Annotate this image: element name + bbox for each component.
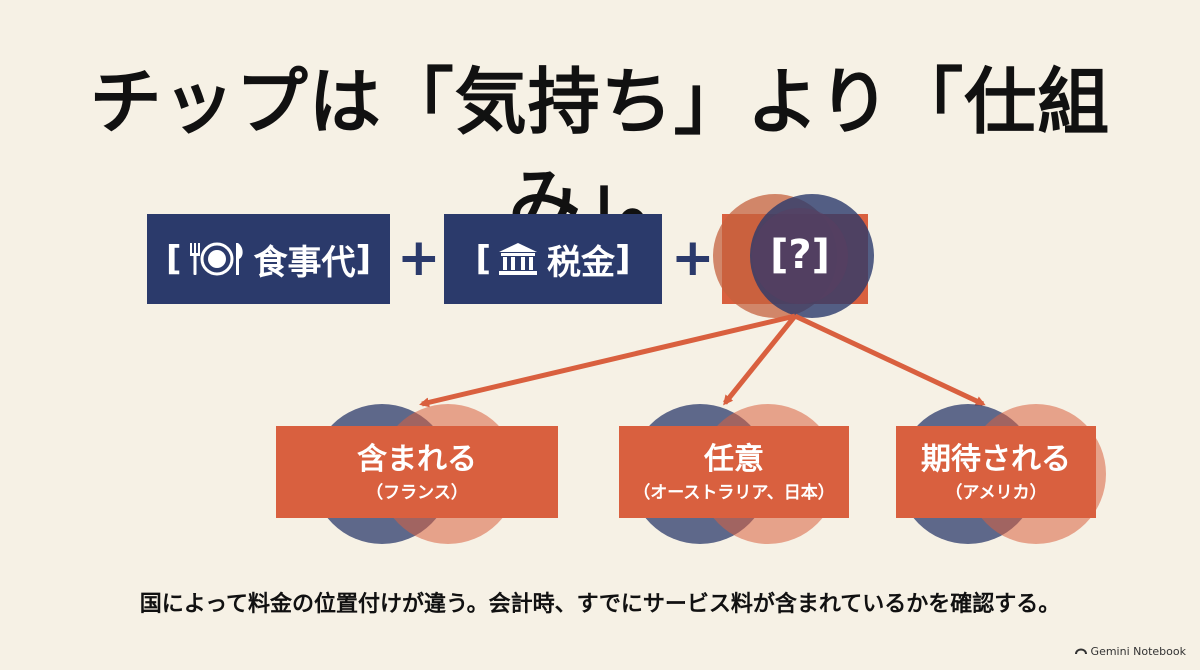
outcome-note: （オーストラリア、日本）	[633, 483, 835, 503]
unknown-tip-label: [?]	[770, 232, 830, 278]
tax-box: [ 税金 ]	[444, 214, 662, 304]
plus-sign-2: +	[671, 228, 715, 288]
bracket-close: ]	[615, 239, 631, 279]
caption: 国によって料金の位置付けが違う。会計時、すでにサービス料が含まれているかを確認す…	[139, 592, 1061, 617]
outcome-included-shapes	[276, 404, 558, 544]
brand-mark: Gemini Notebook	[1074, 645, 1186, 658]
bracket-open: [	[165, 239, 182, 279]
outcome-label: 含まれる	[357, 442, 477, 477]
branch-arrows	[419, 313, 986, 408]
outcome-label: 期待される	[921, 442, 1071, 477]
food-cost-label: 食事代	[253, 242, 356, 283]
outcome-included: 含まれる （フランス）	[276, 440, 558, 506]
plus-sign-1: +	[397, 228, 441, 288]
outcome-optional-shapes	[619, 404, 849, 544]
bracket-open: [	[475, 239, 491, 279]
outcome-note: （フランス）	[366, 483, 468, 503]
plate-fork-knife-icon	[188, 239, 246, 279]
brand-label: Gemini Notebook	[1090, 645, 1186, 658]
page-title: チップは「気持ち」より「仕組み」。	[89, 60, 1111, 244]
outcome-expected: 期待される （アメリカ）	[896, 440, 1096, 506]
bracket-close: ]	[355, 239, 372, 279]
unknown-node-shapes	[713, 194, 874, 318]
food-cost-box: [ 食事代 ]	[147, 214, 390, 304]
outcome-label: 任意	[704, 442, 764, 477]
outcome-optional: 任意 （オーストラリア、日本）	[619, 440, 849, 506]
outcome-note: （アメリカ）	[945, 483, 1047, 503]
tax-label: 税金	[547, 242, 615, 283]
outcome-expected-shapes	[896, 404, 1106, 544]
bank-building-icon	[497, 241, 539, 277]
gemini-logo-icon	[1074, 645, 1087, 658]
